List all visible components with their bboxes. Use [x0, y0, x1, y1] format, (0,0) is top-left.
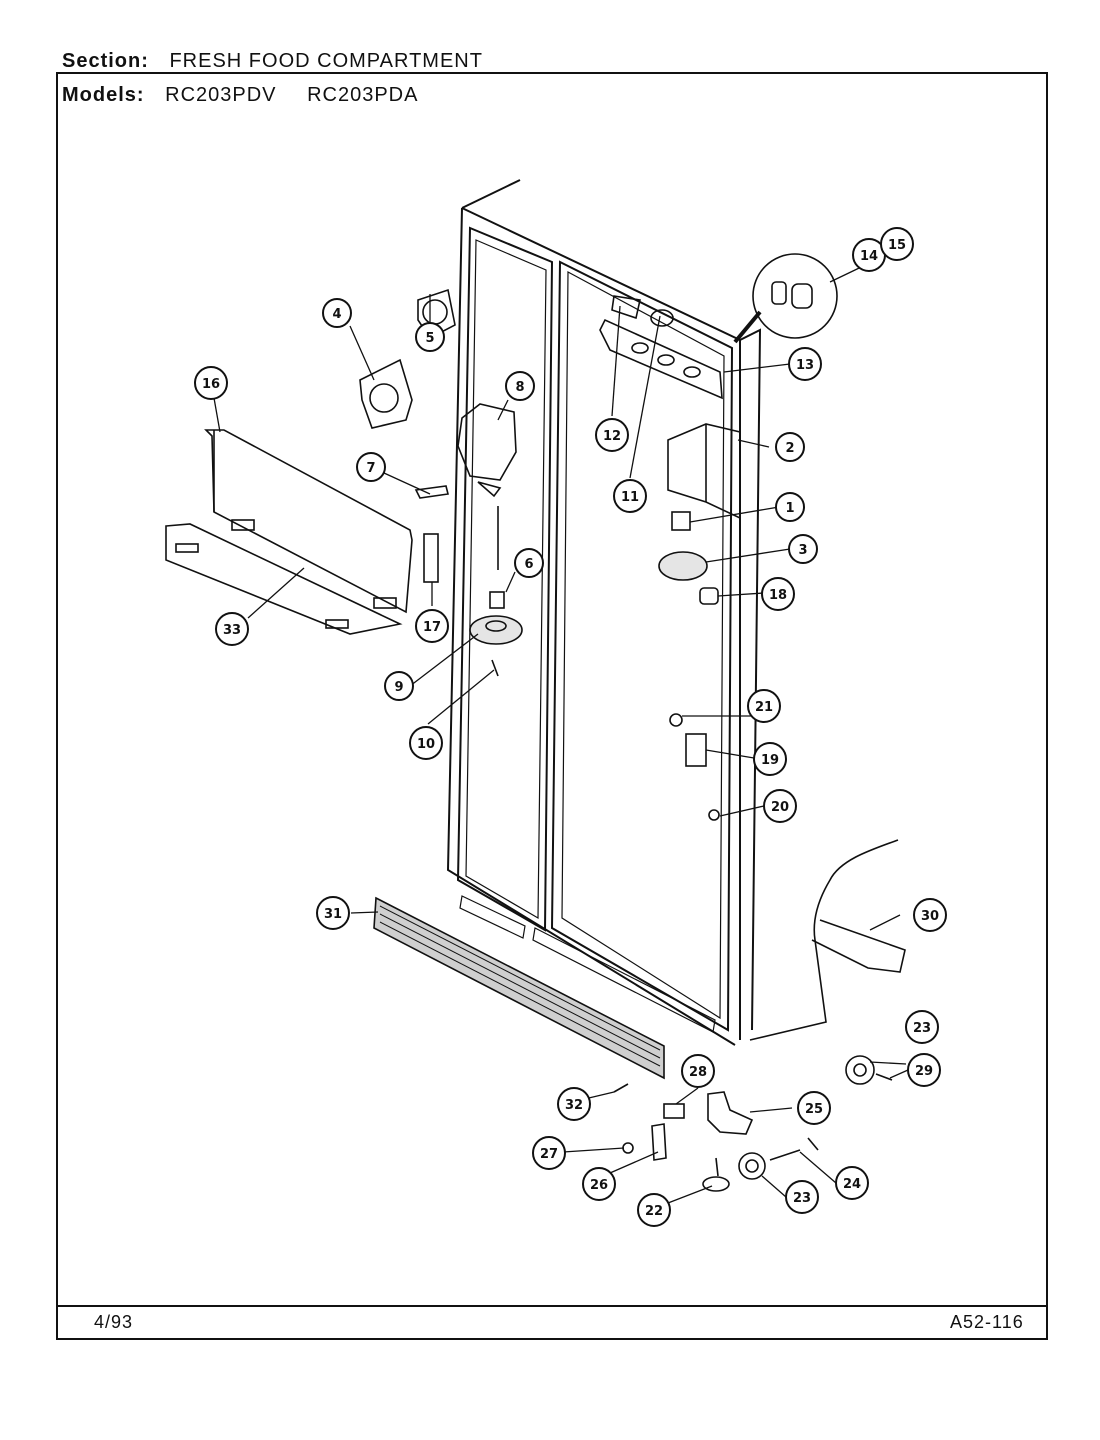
callout-number: 1 — [785, 501, 794, 516]
part-callout: 31 — [316, 896, 350, 930]
part-callout: 17 — [415, 609, 449, 643]
part-callout: 15 — [880, 227, 914, 261]
part-callout: 28 — [681, 1054, 715, 1088]
part-callout: 7 — [356, 452, 386, 482]
part-callout: 5 — [415, 322, 445, 352]
part-callout: 22 — [637, 1193, 671, 1227]
callout-number: 5 — [425, 331, 434, 346]
part-callout: 12 — [595, 418, 629, 452]
part-callout: 25 — [797, 1091, 831, 1125]
part-callout: 10 — [409, 726, 443, 760]
part-callout: 23 — [905, 1010, 939, 1044]
part-callout: 2 — [775, 432, 805, 462]
freezer-cutaway — [749, 839, 906, 1041]
part-callout: 3 — [788, 534, 818, 564]
model-number: RC203PDA — [307, 84, 419, 106]
part-callout: 20 — [763, 789, 797, 823]
callout-number: 20 — [771, 800, 789, 815]
part-callout: 6 — [514, 548, 544, 578]
callout-markers: 1 2 3 4 5 6 7 8 9 10 11 12 13 14 15 16 1… — [194, 227, 947, 1227]
part-callout: 24 — [835, 1166, 869, 1200]
callout-number: 2 — [785, 441, 794, 456]
callout-number: 19 — [761, 753, 779, 768]
callout-number: 30 — [921, 909, 939, 924]
part-callout: 23 — [785, 1180, 819, 1214]
callout-number: 15 — [888, 238, 906, 253]
part-callout: 11 — [613, 479, 647, 513]
models-label: Models: — [62, 84, 145, 106]
callout-number: 12 — [603, 429, 621, 444]
part-callout: 29 — [907, 1053, 941, 1087]
callout-number: 17 — [423, 620, 441, 635]
footer-divider — [56, 1305, 1048, 1307]
section-label: Section: — [62, 50, 149, 72]
part-callout: 21 — [747, 689, 781, 723]
callout-number: 23 — [793, 1191, 811, 1206]
callout-number: 33 — [223, 623, 241, 638]
callout-number: 32 — [565, 1098, 583, 1113]
callout-number: 21 — [755, 700, 773, 715]
part-callout: 8 — [505, 371, 535, 401]
callout-number: 25 — [805, 1102, 823, 1117]
callout-number: 27 — [540, 1147, 558, 1162]
callout-number: 8 — [515, 380, 524, 395]
callout-number: 4 — [332, 307, 341, 322]
callout-number: 23 — [913, 1021, 931, 1036]
section-header: Section: FRESH FOOD COMPARTMENT — [62, 50, 507, 73]
callout-number: 9 — [394, 680, 403, 695]
callout-number: 6 — [524, 557, 533, 572]
parts-drawings — [165, 253, 893, 1192]
callout-number: 13 — [796, 358, 814, 373]
leader-lines — [213, 257, 909, 1204]
part-callout: 33 — [215, 612, 249, 646]
callout-number: 3 — [798, 543, 807, 558]
part-callout: 26 — [582, 1167, 616, 1201]
callout-number: 26 — [590, 1178, 608, 1193]
callout-number: 14 — [860, 249, 878, 264]
callout-number: 31 — [324, 907, 342, 922]
part-callout: 9 — [384, 671, 414, 701]
cabinet-body — [446, 179, 762, 1046]
callout-number: 7 — [366, 461, 375, 476]
part-callout: 1 — [775, 492, 805, 522]
footer-diagram-code: A52-116 — [950, 1312, 1024, 1332]
callout-number: 16 — [202, 377, 220, 392]
part-callout: 16 — [194, 366, 228, 400]
diagram-frame — [56, 72, 1048, 1340]
part-callout: 19 — [753, 742, 787, 776]
callout-number: 22 — [645, 1204, 663, 1219]
callout-number: 28 — [689, 1065, 707, 1080]
part-callout: 13 — [788, 347, 822, 381]
callout-number: 29 — [915, 1064, 933, 1079]
part-callout: 18 — [761, 577, 795, 611]
callout-number: 10 — [417, 737, 435, 752]
callout-number: 18 — [769, 588, 787, 603]
models-header: Models: RC203PDV RC203PDA — [62, 84, 442, 107]
part-callout: 27 — [532, 1136, 566, 1170]
model-number: RC203PDV — [165, 84, 277, 106]
part-callout: 32 — [557, 1087, 591, 1121]
footer-date: 4/93 — [94, 1312, 134, 1332]
part-callout: 4 — [322, 298, 352, 328]
part-callout: 30 — [913, 898, 947, 932]
callout-number: 24 — [843, 1177, 861, 1192]
section-value: FRESH FOOD COMPARTMENT — [169, 50, 483, 72]
callout-number: 11 — [621, 490, 639, 505]
